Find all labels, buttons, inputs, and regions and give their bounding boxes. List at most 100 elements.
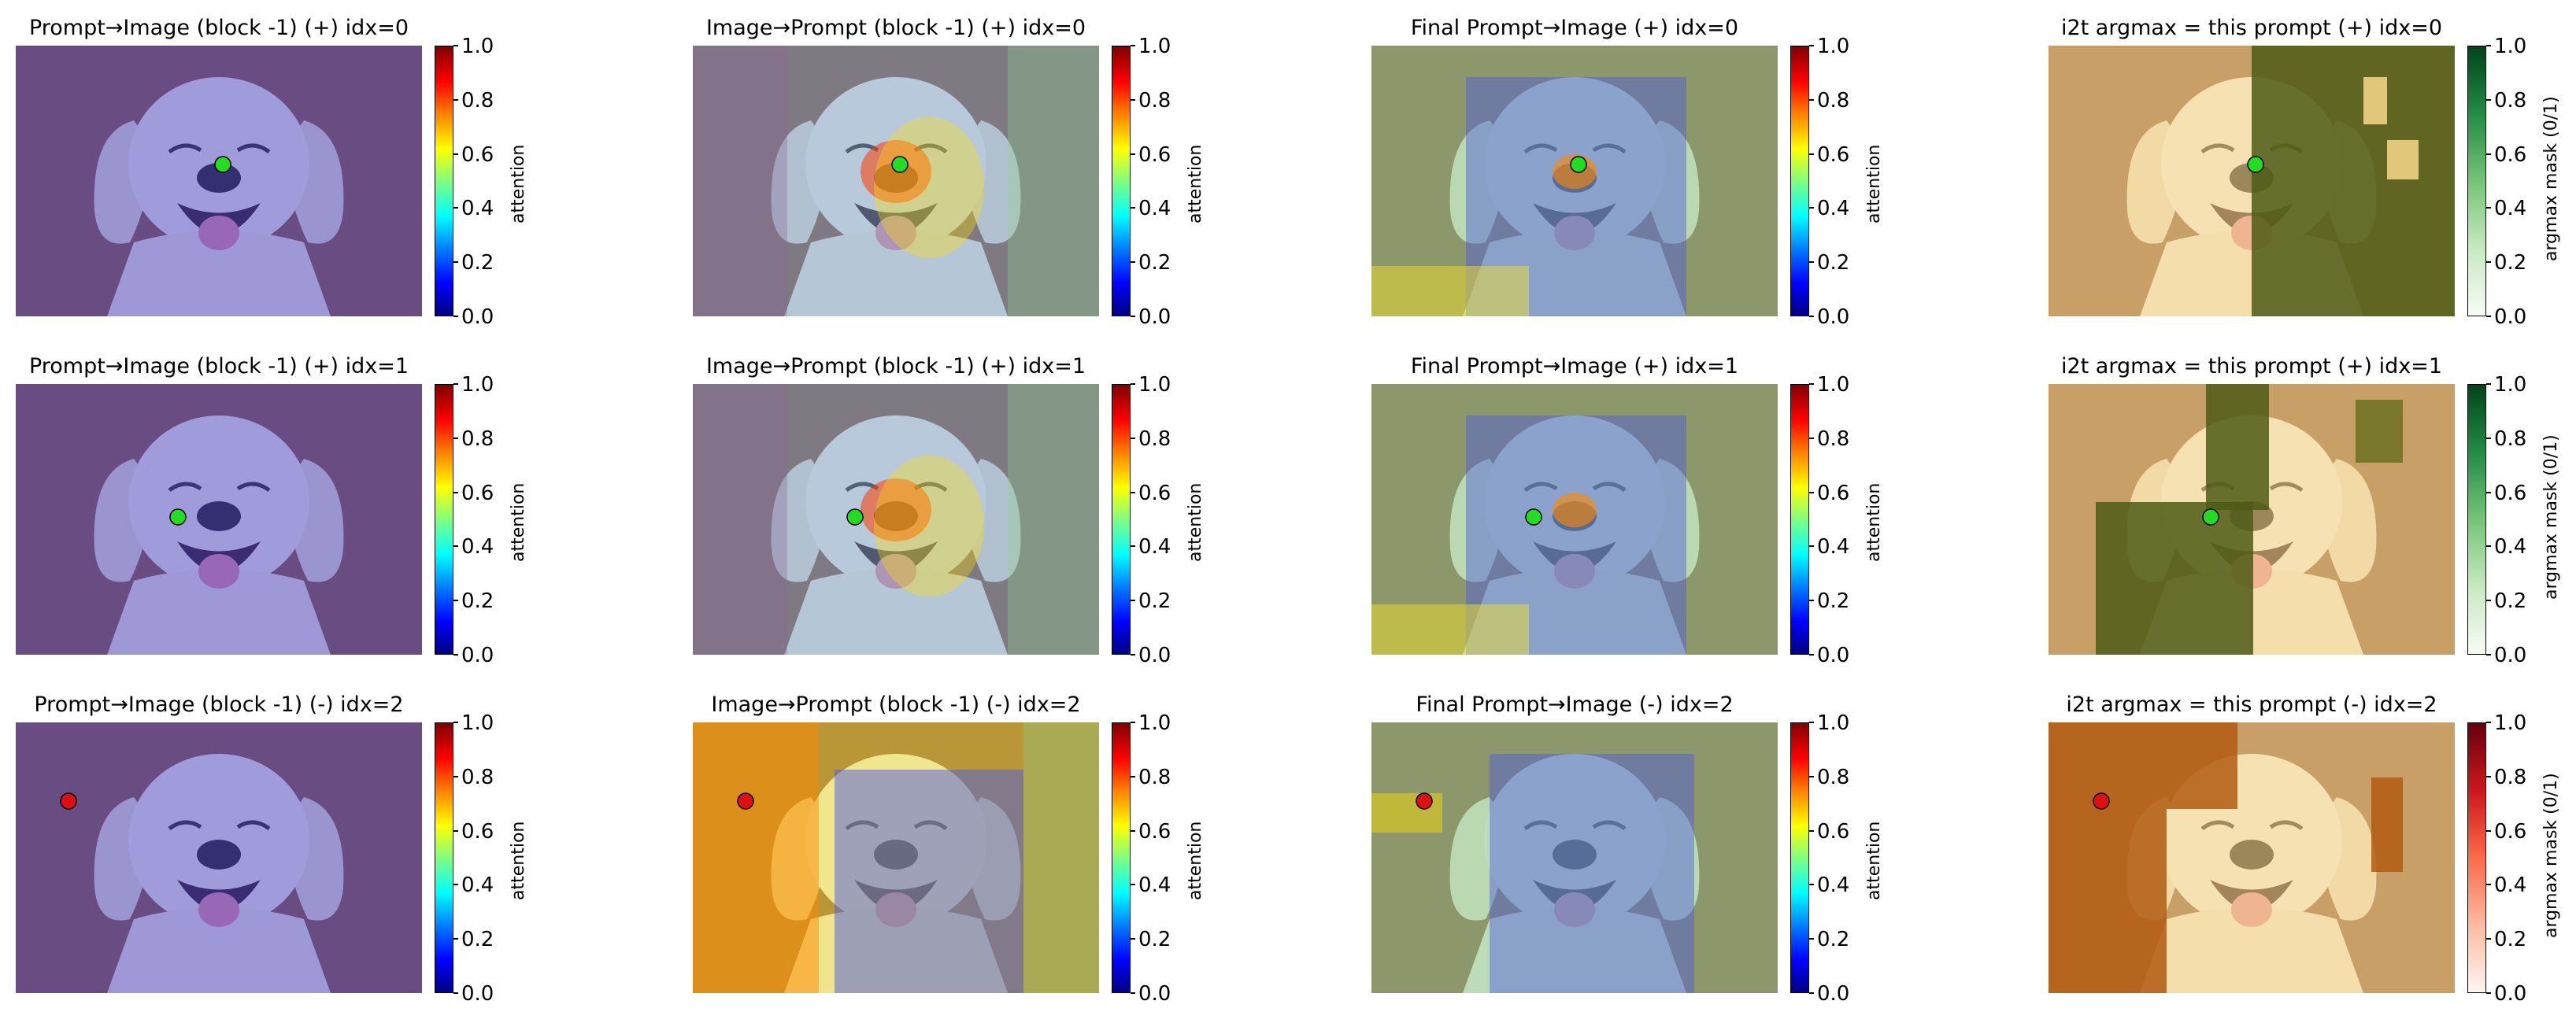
- colorbar-tick-label: 0.4: [461, 873, 494, 897]
- colorbar-tick-mark: [453, 153, 458, 155]
- colorbar: [1112, 384, 1131, 655]
- panel-title: i2t argmax = this prompt (+) idx=1: [2060, 354, 2443, 379]
- colorbar-tick-mark: [2486, 438, 2491, 439]
- colorbar-tick-label: 1.0: [1138, 711, 1171, 735]
- colorbar-tick-mark: [2486, 153, 2491, 155]
- colorbar-tick-label: 0.4: [1138, 535, 1171, 559]
- colorbar-tick-label: 0.8: [461, 766, 494, 789]
- colorbar-tick-label: 0.0: [2494, 644, 2527, 667]
- colorbar-tick-label: 0.6: [2494, 143, 2527, 167]
- colorbar-tick-mark: [1809, 722, 1814, 723]
- colorbar-tick-label: 0.6: [1138, 820, 1171, 844]
- colorbar-tick-mark: [2486, 261, 2491, 263]
- colorbar-tick-label: 0.0: [2494, 305, 2527, 329]
- colorbar-tick-label: 0.2: [2494, 589, 2527, 613]
- colorbar-tick-label: 1.0: [461, 373, 494, 397]
- colorbar-tick-mark: [453, 654, 458, 656]
- colorbar-tick-label: 0.2: [1817, 589, 1850, 613]
- colorbar-tick-mark: [1809, 383, 1814, 385]
- colorbar-tick-label: 0.0: [1138, 305, 1171, 329]
- colorbar-tick-mark: [2486, 207, 2491, 209]
- colorbar: [1790, 722, 1809, 993]
- heatmap-image: [1371, 722, 1778, 993]
- colorbar-tick-label: 1.0: [2494, 373, 2527, 397]
- heatmap-image: [16, 384, 422, 655]
- colorbar-tick-mark: [1809, 992, 1814, 994]
- colorbar-tick-mark: [1131, 153, 1135, 155]
- colorbar-label: attention: [509, 482, 528, 562]
- colorbar-tick-mark: [1809, 438, 1814, 439]
- colorbar-tick-mark: [1809, 45, 1814, 46]
- colorbar: [2467, 722, 2486, 993]
- colorbar-tick-mark: [1131, 776, 1135, 777]
- colorbar-tick-mark: [453, 438, 458, 439]
- colorbar-tick-mark: [1809, 316, 1814, 317]
- colorbar-tick-label: 0.6: [1138, 482, 1171, 505]
- colorbar: [2467, 46, 2486, 316]
- colorbar-label: attention: [509, 821, 528, 900]
- colorbar-tick-mark: [1131, 830, 1135, 832]
- colorbar-tick-label: 0.0: [2494, 982, 2527, 1006]
- colorbar-tick-label: 0.0: [1138, 982, 1171, 1006]
- colorbar-tick-label: 0.0: [461, 644, 494, 667]
- colorbar-tick-label: 0.0: [1817, 982, 1850, 1006]
- colorbar-tick-label: 0.6: [461, 820, 494, 844]
- colorbar-tick-label: 0.8: [2494, 766, 2527, 789]
- colorbar-tick-mark: [1809, 776, 1814, 777]
- colorbar-tick-label: 0.4: [1817, 535, 1850, 559]
- colorbar-tick-label: 0.4: [1817, 873, 1850, 897]
- colorbar-tick-mark: [2486, 99, 2491, 101]
- colorbar-tick-mark: [1131, 438, 1135, 439]
- colorbar-tick-mark: [2486, 938, 2491, 940]
- colorbar-tick-mark: [1131, 316, 1135, 317]
- colorbar-tick-mark: [1809, 545, 1814, 547]
- colorbar-tick-label: 0.4: [461, 535, 494, 559]
- colorbar-tick-mark: [1131, 207, 1135, 209]
- colorbar-tick-label: 0.4: [2494, 873, 2527, 897]
- colorbar-tick-label: 0.6: [1138, 143, 1171, 167]
- heatmap-image: [1371, 384, 1778, 655]
- colorbar-tick-mark: [1131, 261, 1135, 263]
- colorbar-tick-label: 1.0: [2494, 35, 2527, 58]
- colorbar-tick-label: 0.2: [461, 589, 494, 613]
- colorbar-tick-label: 0.8: [1138, 766, 1171, 789]
- colorbar-tick-mark: [2486, 992, 2491, 994]
- heatmap-image: [2049, 46, 2455, 316]
- colorbar-tick-label: 0.4: [1138, 873, 1171, 897]
- colorbar-tick-label: 0.8: [461, 427, 494, 451]
- heatmap-image: [2049, 722, 2455, 993]
- heatmap-image: [16, 722, 422, 993]
- colorbar-tick-label: 0.8: [1817, 766, 1850, 789]
- colorbar-tick-label: 0.8: [461, 89, 494, 113]
- colorbar-tick-mark: [453, 492, 458, 493]
- colorbar-tick-label: 0.6: [2494, 482, 2527, 505]
- colorbar-tick-mark: [2486, 316, 2491, 317]
- colorbar-tick-mark: [2486, 545, 2491, 547]
- panel-title: Image→Prompt (block -1) (+) idx=1: [705, 354, 1086, 379]
- colorbar-tick-label: 1.0: [461, 711, 494, 735]
- colorbar-tick-label: 0.8: [1817, 89, 1850, 113]
- colorbar-label: attention: [1864, 821, 1884, 900]
- colorbar-tick-label: 1.0: [2494, 711, 2527, 735]
- colorbar-tick-label: 0.6: [1817, 482, 1850, 505]
- heatmap-image: [1371, 46, 1778, 316]
- colorbar-tick-mark: [1131, 722, 1135, 723]
- colorbar-tick-mark: [453, 992, 458, 994]
- panel-title: Image→Prompt (block -1) (+) idx=0: [705, 16, 1086, 40]
- colorbar-tick-label: 0.4: [1138, 197, 1171, 220]
- colorbar-label: attention: [1186, 821, 1205, 900]
- panel-title: Final Prompt→Image (+) idx=0: [1410, 16, 1739, 40]
- colorbar: [435, 384, 453, 655]
- colorbar-tick-mark: [453, 545, 458, 547]
- colorbar-tick-label: 0.6: [2494, 820, 2527, 844]
- panel: Image→Prompt (block -1) (+) idx=1: [693, 354, 1228, 677]
- colorbar-tick-label: 0.6: [461, 143, 494, 167]
- panel-title: Final Prompt→Image (+) idx=1: [1410, 354, 1739, 379]
